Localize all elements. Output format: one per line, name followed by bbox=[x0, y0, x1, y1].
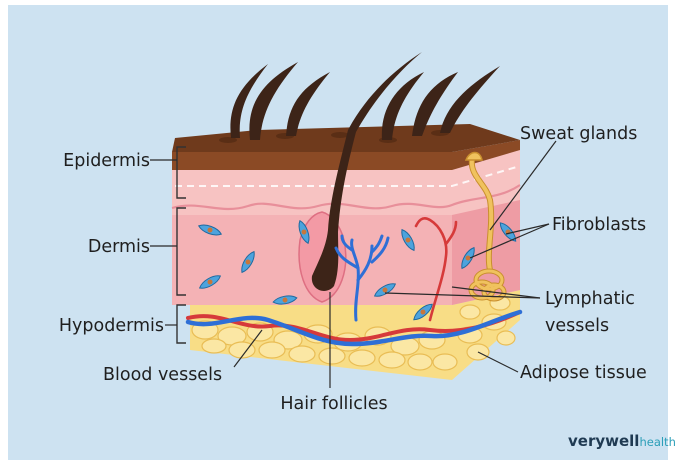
svg-text:verywellhealth: verywellhealth bbox=[568, 432, 676, 450]
brand-part1: verywell bbox=[568, 432, 639, 450]
hypodermis-bracket bbox=[177, 305, 186, 343]
brand-part2: health bbox=[639, 435, 675, 449]
label-epidermis: Epidermis bbox=[63, 151, 150, 171]
label-fibroblasts: Fibroblasts bbox=[552, 215, 646, 235]
label-hypodermis: Hypodermis bbox=[59, 316, 164, 336]
label-adipose-tissue: Adipose tissue bbox=[520, 363, 647, 383]
brand-logo: verywellhealth bbox=[568, 432, 676, 450]
label-sweat-glands: Sweat glands bbox=[520, 124, 637, 144]
adipose-leader bbox=[478, 352, 518, 372]
label-dermis: Dermis bbox=[88, 237, 150, 257]
label-hair-follicles: Hair follicles bbox=[280, 394, 387, 414]
label-lymphatic-vessels: vessels bbox=[545, 316, 609, 336]
label-blood-vessels: Blood vessels bbox=[103, 365, 222, 385]
label-lymphatic: Lymphatic bbox=[545, 289, 635, 309]
